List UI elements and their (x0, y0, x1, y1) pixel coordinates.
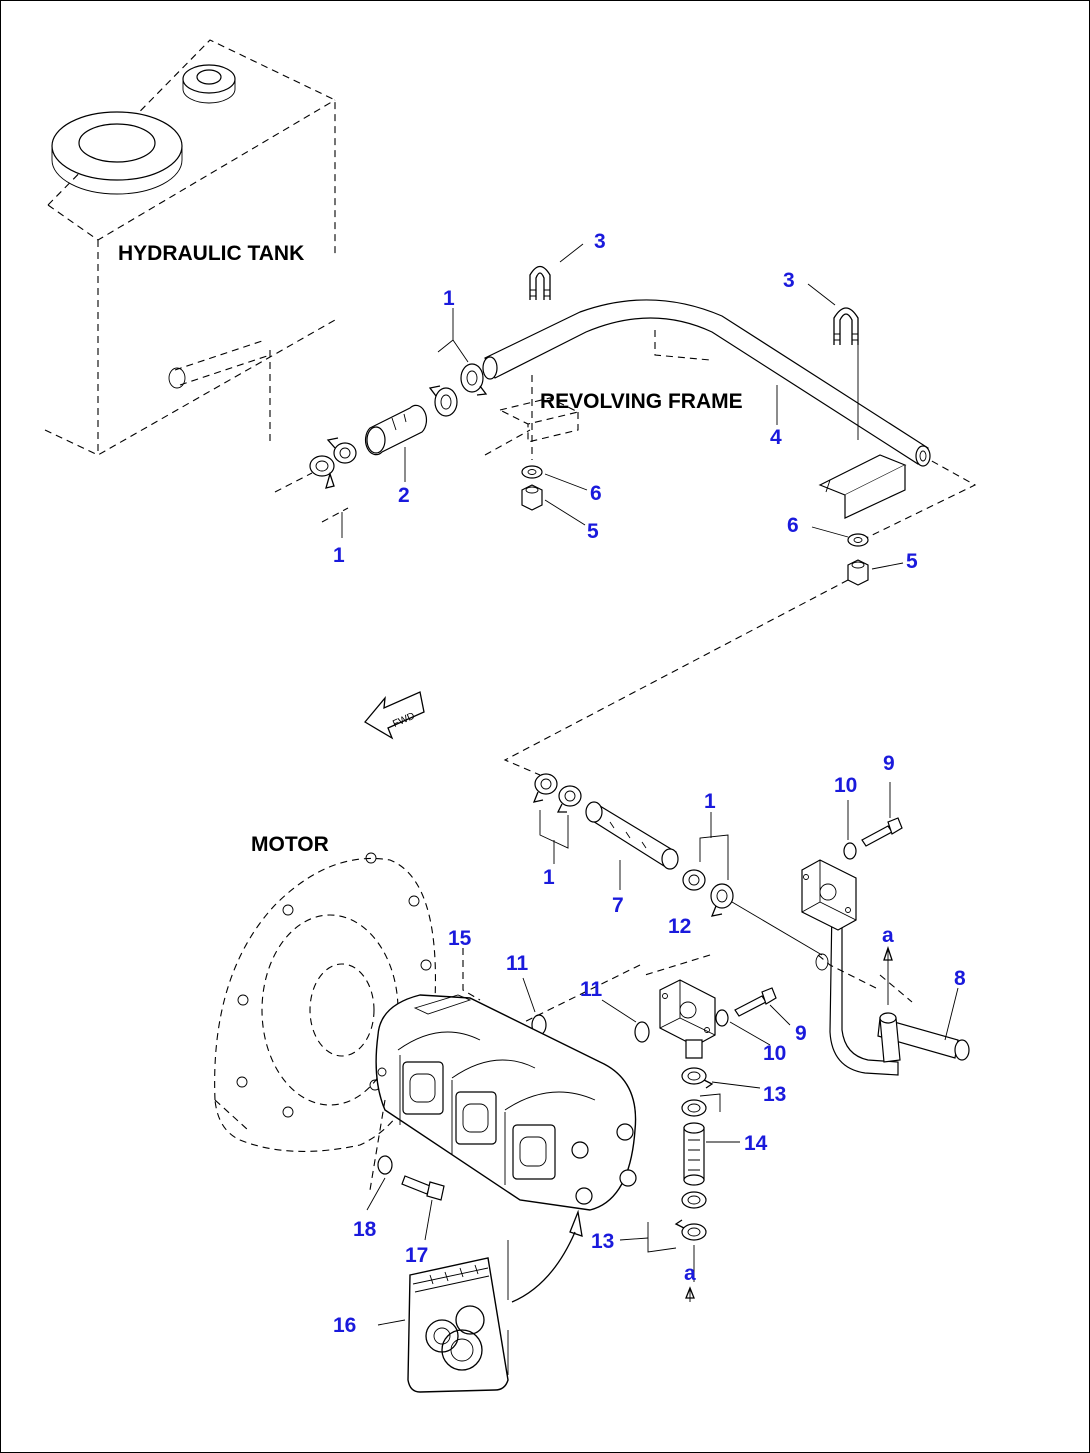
pump-section-1 (402, 1061, 444, 1115)
bolt-17 (401, 1175, 445, 1201)
callout-3-u-bolt-left: 3 (594, 230, 606, 253)
callout-2-hose: 2 (398, 484, 410, 507)
washer-18 (377, 1155, 393, 1175)
callout-a-top: a (882, 924, 894, 947)
callout-1-mid-clamp-right: 1 (704, 790, 716, 813)
hose-14 (683, 1122, 705, 1186)
hose-clamp (326, 437, 357, 464)
callout-3-u-bolt-right: 3 (783, 269, 795, 292)
callout-1-top-clamp: 1 (443, 287, 455, 310)
callout-9-bolt-top: 9 (883, 752, 895, 775)
bolt-9-upper (861, 817, 903, 847)
fwd-arrow-icon: FWD (364, 691, 425, 740)
washer-10-upper (843, 842, 857, 860)
top-hose-assembly (274, 363, 488, 523)
callout-14-hose: 14 (744, 1132, 768, 1155)
fwd-label: FWD (391, 711, 416, 730)
callout-7-hose: 7 (612, 894, 624, 917)
motor-label: MOTOR (251, 833, 329, 856)
pump-section-2 (455, 1091, 497, 1145)
callout-1-mid-clamp-left: 1 (543, 866, 555, 889)
callout-12-flange: 12 (668, 915, 691, 938)
flange-upper (801, 859, 857, 931)
revolving-frame-bracket-left: REVOLVING FRAME (484, 375, 743, 460)
callout-13-clamp-upper: 13 (763, 1083, 786, 1106)
hose-clamp (532, 773, 558, 803)
callout-6-washer-right: 6 (787, 514, 799, 537)
arrow-a-down (685, 1286, 695, 1302)
u-bolt-right (833, 307, 859, 345)
callout-15-pump: 15 (448, 927, 472, 950)
callout-a-bottom: a (684, 1262, 696, 1285)
routing-line (507, 964, 641, 1031)
callout-9-bolt-mid: 9 (795, 1022, 807, 1045)
clamp-13-lower (681, 1191, 707, 1209)
hydraulic-tank: HYDRAULIC TANK (44, 39, 336, 456)
washer-6-right (847, 533, 869, 547)
callout-16-kit: 16 (333, 1314, 356, 1337)
hose-clamp (710, 883, 734, 917)
hydraulic-tank-label: HYDRAULIC TANK (118, 242, 304, 265)
hose-7 (585, 801, 679, 870)
hose-clamp (682, 869, 706, 891)
hose-clamp (428, 385, 458, 417)
callout-8-tube: 8 (954, 967, 966, 990)
callout-13-clamp-lower: 13 (591, 1230, 614, 1253)
tank-breather-port (182, 64, 236, 104)
hose-clamp (309, 455, 335, 489)
mid-hose-assembly (532, 773, 823, 956)
tube-4 (482, 299, 931, 467)
callout-5-nut-right: 5 (906, 550, 918, 573)
routing-line (503, 579, 849, 776)
flange-12 (659, 979, 716, 1059)
revolving-frame-label: REVOLVING FRAME (540, 390, 743, 413)
tank-filler-port (51, 111, 183, 195)
callout-6-washer-left: 6 (590, 482, 602, 505)
triple-gear-pump (369, 948, 637, 1211)
callout-10-washer-mid: 10 (763, 1042, 786, 1065)
callout-11-oring-left: 11 (506, 952, 529, 975)
bolt-9-lower (734, 987, 777, 1017)
revolving-frame-bracket-right (818, 345, 977, 541)
clamp-13-lower-2 (674, 1219, 707, 1241)
callout-1-bottom-clamp: 1 (333, 544, 345, 567)
hose-14-assembly (647, 1067, 721, 1282)
clamp-13-upper (681, 1067, 714, 1089)
callouts: 1 1 2 3 3 4 5 5 6 6 1 1 7 8 9 9 10 10 11… (333, 230, 966, 1337)
clamp-13-upper-2 (681, 1099, 707, 1117)
hose-2 (364, 404, 428, 456)
u-bolt-left (529, 265, 551, 300)
washer-6-left (521, 465, 543, 479)
callout-17-bolt: 17 (405, 1244, 428, 1267)
callout-11-oring-right: 11 (580, 978, 603, 1001)
seal-kit-bag (407, 1209, 583, 1393)
oring-11-right (634, 1021, 650, 1043)
washer-10-lower (715, 1009, 729, 1027)
callout-18-washer: 18 (353, 1218, 377, 1241)
arrow-a-up (883, 945, 893, 1005)
leader-lines (341, 243, 959, 1326)
hose-clamp (460, 363, 488, 396)
routing-line (644, 954, 711, 976)
pump-section-3 (512, 1124, 556, 1180)
nut-5-right (847, 559, 869, 586)
callout-10-washer-top: 10 (834, 774, 857, 797)
hose-clamp (556, 785, 582, 813)
callout-5-nut-left: 5 (587, 520, 599, 543)
nut-5-left (521, 484, 543, 511)
callout-4-tube: 4 (770, 426, 782, 449)
tank-suction-port (168, 339, 271, 389)
